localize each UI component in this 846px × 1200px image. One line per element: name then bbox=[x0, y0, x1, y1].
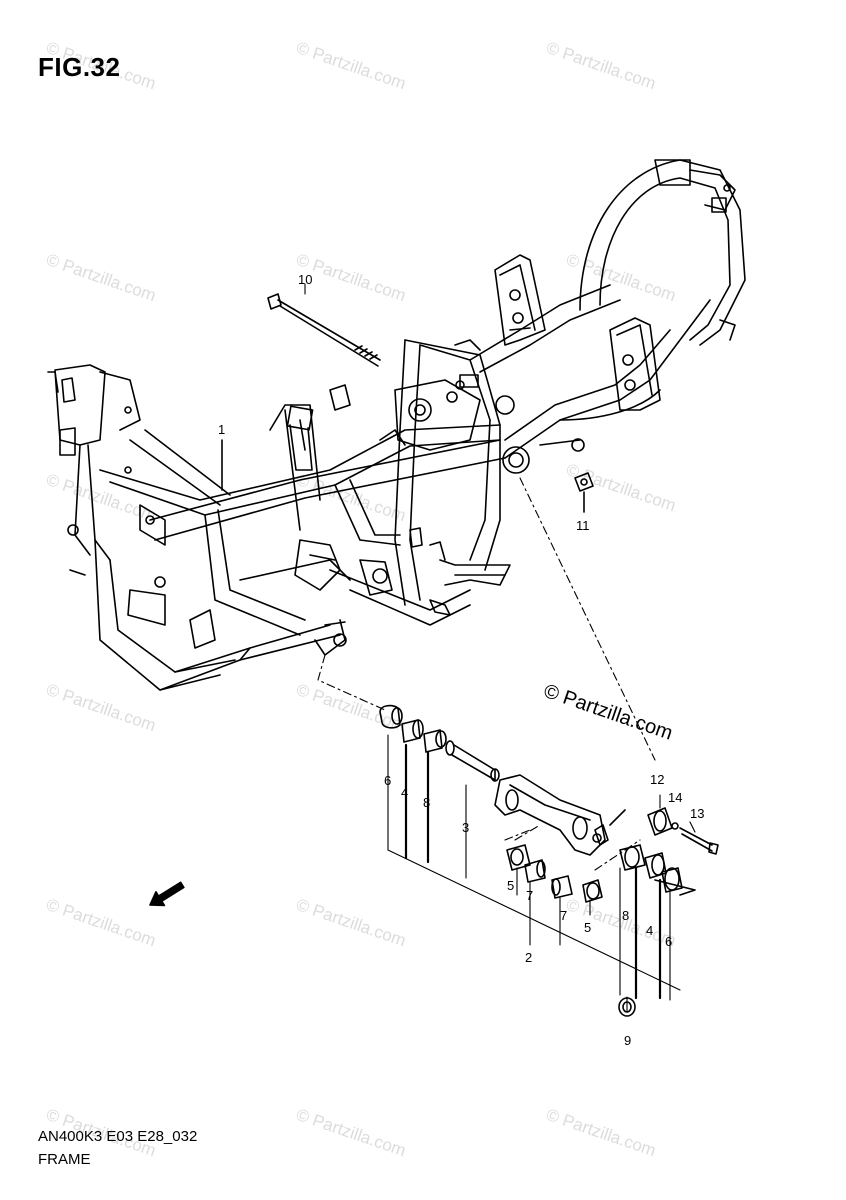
callout: 6 bbox=[665, 934, 672, 949]
callout: 4 bbox=[646, 923, 653, 938]
callout: 7 bbox=[560, 908, 567, 923]
callout: 5 bbox=[584, 920, 591, 935]
callout: 8 bbox=[622, 908, 629, 923]
callout: 14 bbox=[668, 790, 682, 805]
callout: 1 bbox=[218, 422, 225, 437]
callout: 7 bbox=[526, 888, 533, 903]
callout: 9 bbox=[624, 1033, 631, 1048]
callout: 3 bbox=[462, 820, 469, 835]
callout: 10 bbox=[298, 272, 312, 287]
part-11-nut bbox=[574, 472, 594, 513]
callout: 12 bbox=[650, 772, 664, 787]
figure-code: AN400K3 E03 E28_032 bbox=[38, 1128, 198, 1145]
callout-numbers: 1 2 3 4 4 5 5 6 6 7 7 8 8 9 10 11 12 13 … bbox=[218, 272, 704, 1048]
callout: 11 bbox=[576, 518, 590, 533]
callout: 8 bbox=[423, 795, 430, 810]
callout: 6 bbox=[384, 773, 391, 788]
callout: 2 bbox=[525, 950, 532, 965]
fwd-arrow-icon: FWD bbox=[149, 881, 185, 907]
figure-name: FRAME bbox=[38, 1151, 91, 1168]
callout: 13 bbox=[690, 806, 704, 821]
callout: 5 bbox=[507, 878, 514, 893]
dash-leaders bbox=[317, 477, 656, 871]
part-10-bolt bbox=[267, 293, 381, 367]
engine-mount-parts bbox=[379, 704, 719, 1017]
figure-title: FIG.32 bbox=[38, 52, 121, 82]
frame-body bbox=[47, 159, 746, 691]
callout: 4 bbox=[401, 785, 408, 800]
callout-bold-leaders bbox=[404, 743, 662, 1000]
